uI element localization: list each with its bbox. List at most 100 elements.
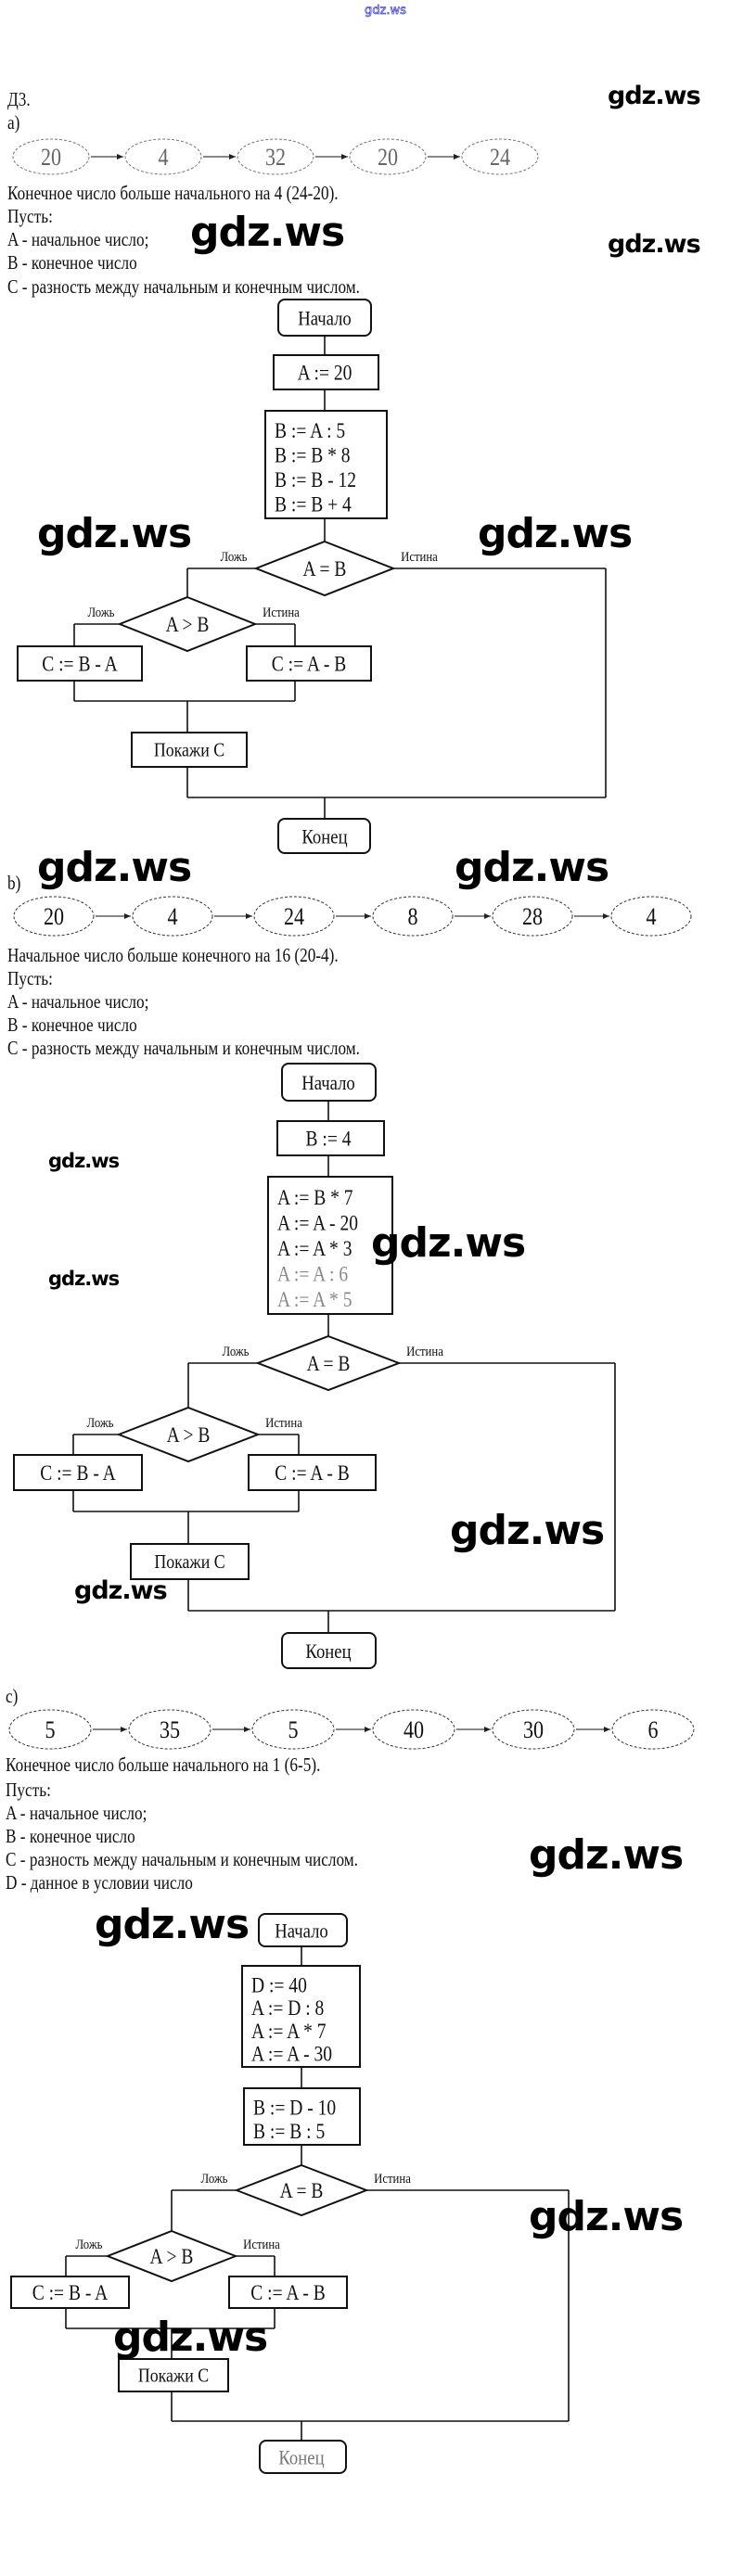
assign-statement: C := B - A xyxy=(40,1461,116,1486)
chain-node xyxy=(461,138,539,175)
assign-statement: C := B - A xyxy=(42,652,118,676)
assign-block-left xyxy=(10,2276,130,2309)
true-branch-label: Истина xyxy=(406,1345,443,1359)
condition-label: A = B xyxy=(280,2179,324,2203)
watermark: gdz.ws xyxy=(37,844,192,891)
section-c-conclusion: Конечное число больше начального на 1 (6… xyxy=(6,1753,321,1776)
true-branch-label: Истина xyxy=(401,550,438,565)
chain-node xyxy=(349,138,427,175)
chain-node-value: 24 xyxy=(284,904,304,930)
chain-node-value: 40 xyxy=(404,1717,424,1743)
process-block xyxy=(273,354,379,390)
process-statement: B := A : 5 xyxy=(275,419,345,443)
assign-block-left xyxy=(13,1454,143,1491)
section-b-label: b) xyxy=(7,872,21,894)
start-terminal xyxy=(281,1063,377,1102)
process-statement: B := B - 12 xyxy=(275,468,356,492)
site-logo[interactable]: gdz.ws xyxy=(365,4,407,19)
process-statement: B := D - 10 xyxy=(253,2096,336,2120)
condition-diamond xyxy=(116,1406,261,1463)
process-statement: D := 40 xyxy=(251,1973,307,1997)
section-c-def-d: D - данное в условии число xyxy=(6,1871,193,1894)
false-branch-label: Ложь xyxy=(76,2238,103,2252)
end-terminal xyxy=(281,1632,377,1669)
output-label: Покажи C xyxy=(138,2366,209,2387)
section-a-def-a: A - начальное число; xyxy=(7,228,149,250)
chain-node-value: 6 xyxy=(647,1717,658,1743)
assign-statement: C := A - B xyxy=(272,652,347,676)
section-b-def-b: B - конечное число xyxy=(7,1014,137,1036)
chain-node xyxy=(492,1709,575,1750)
condition-label: A = B xyxy=(307,1352,351,1376)
chain-node xyxy=(611,1709,695,1750)
watermark: gdz.ws xyxy=(95,1901,250,1948)
true-branch-label: Истина xyxy=(243,2238,280,2252)
process-statement: A := B * 7 xyxy=(277,1185,353,1209)
process-statement: A := D : 8 xyxy=(251,1996,324,2021)
chain-node xyxy=(8,1709,92,1750)
process-block xyxy=(276,1120,385,1156)
true-branch-label: Истина xyxy=(263,606,300,620)
watermark: gdz.ws xyxy=(74,1576,168,1605)
chain-node xyxy=(372,1709,455,1750)
watermark: gdz.ws xyxy=(190,209,345,256)
chain-node xyxy=(13,896,95,937)
watermark: gdz.ws xyxy=(455,844,609,891)
condition-diamond xyxy=(255,1334,402,1392)
end-label: Конец xyxy=(278,2447,324,2469)
process-statement: A := A - 30 xyxy=(251,2042,332,2066)
condition-diamond xyxy=(117,595,258,653)
process-statement: B := B + 4 xyxy=(275,492,352,516)
chain-node-value: 20 xyxy=(41,145,61,171)
section-a-label: a) xyxy=(7,111,20,134)
process-statement: B := B : 5 xyxy=(253,2120,325,2144)
assign-block-left xyxy=(17,645,143,682)
output-label: Покажи C xyxy=(154,1552,224,1574)
chain-node-value: 24 xyxy=(490,145,510,171)
process-statement: A := A * 7 xyxy=(251,2019,327,2043)
false-branch-label: Ложь xyxy=(223,1345,250,1359)
process-statement: A := A : 6 xyxy=(277,1262,348,1286)
process-statement: A := A * 5 xyxy=(277,1288,352,1312)
chain-node-value: 4 xyxy=(167,904,177,930)
assign-statement: C := A - B xyxy=(250,2281,326,2305)
chain-node-value: 5 xyxy=(288,1717,298,1743)
chain-node xyxy=(610,896,692,937)
chain-node-value: 5 xyxy=(45,1717,55,1743)
chain-node-value: 32 xyxy=(265,145,286,171)
section-c-def-a: A - начальное число; xyxy=(6,1802,147,1824)
output-label: Покажи C xyxy=(154,740,224,761)
start-label: Начало xyxy=(301,1073,355,1095)
chain-node-value: 8 xyxy=(407,904,417,930)
section-b-let: Пусть: xyxy=(7,967,53,989)
chain-node-value: 4 xyxy=(646,904,656,930)
chain-node xyxy=(492,896,573,937)
watermark: gdz.ws xyxy=(608,82,701,110)
watermark: gdz.ws xyxy=(48,1150,120,1172)
end-label: Конец xyxy=(305,1641,351,1664)
watermark: gdz.ws xyxy=(450,1507,605,1554)
section-a-def-c: C - разность между начальным и конечным … xyxy=(7,275,360,298)
chain-node xyxy=(251,1709,335,1750)
assign-statement: C := A - B xyxy=(275,1461,350,1486)
start-label: Начало xyxy=(275,1920,328,1943)
end-terminal xyxy=(277,818,371,854)
section-c-label: c) xyxy=(6,1685,19,1707)
output-block xyxy=(118,2358,229,2392)
task-label: Д3. xyxy=(7,88,31,110)
process-block xyxy=(264,410,388,519)
section-c-let: Пусть: xyxy=(6,1779,51,1801)
watermark: gdz.ws xyxy=(478,510,633,557)
watermark: gdz.ws xyxy=(37,510,192,557)
section-c-def-c: C - разность между начальным и конечным … xyxy=(6,1848,358,1870)
section-b-def-a: A - начальное число; xyxy=(7,990,149,1013)
process-statement: A := A - 20 xyxy=(277,1211,358,1235)
chain-node-value: 35 xyxy=(160,1717,180,1743)
condition-label: A > B xyxy=(150,2245,194,2269)
output-block xyxy=(130,1543,250,1580)
start-terminal xyxy=(258,1913,348,1947)
true-branch-label: Истина xyxy=(265,1416,302,1431)
process-statement: A := A * 3 xyxy=(277,1237,352,1261)
condition-label: A = B xyxy=(303,557,347,581)
